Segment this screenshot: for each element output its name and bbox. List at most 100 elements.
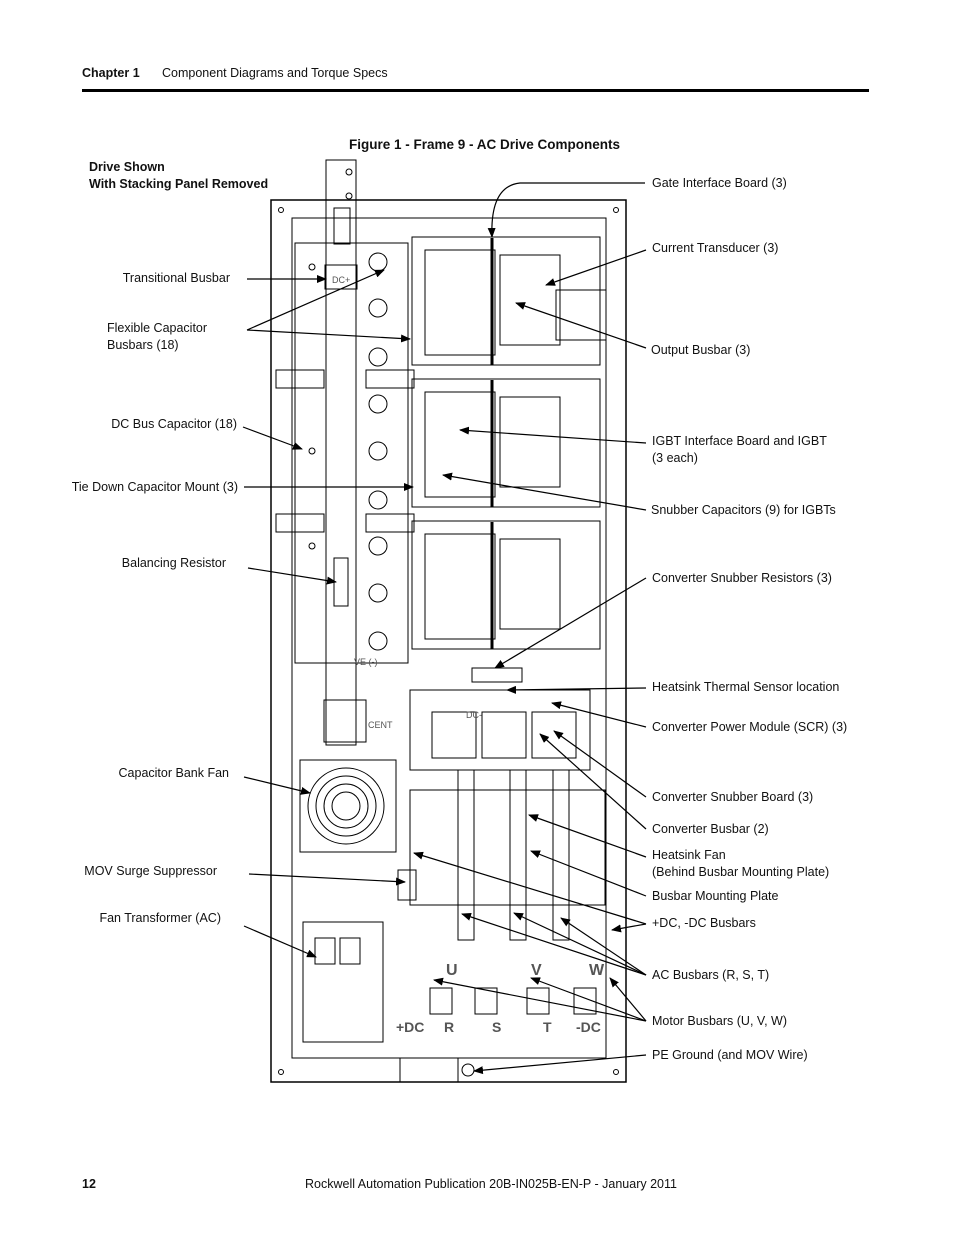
busbar-hole: [345, 168, 353, 176]
leader-fan-transformer: [243, 925, 317, 958]
mark-ve-minus: VE (-): [354, 657, 378, 667]
terminal-block: [573, 987, 597, 1015]
output-busbar: [499, 254, 561, 346]
leader-snubber-caps: [442, 472, 647, 511]
cabinet-inner: [291, 217, 607, 1059]
busbar-mounting-plate: [409, 789, 606, 906]
mark-s: S: [492, 1019, 501, 1035]
output-busbar: [499, 396, 561, 488]
dc-capacitor: [368, 347, 388, 367]
dc-capacitor: [368, 441, 388, 461]
page-number: 12: [82, 1177, 96, 1191]
busbar-hole: [345, 192, 353, 200]
dc-capacitor: [368, 631, 388, 651]
mark-r: R: [444, 1019, 454, 1035]
label-cap-bank-fan: Capacitor Bank Fan: [118, 766, 229, 780]
corner-bolt: [613, 207, 619, 213]
mark-v: V: [531, 962, 542, 979]
leader-motor-busbars-c: [609, 977, 647, 1022]
leader-flex-cap-b: [246, 329, 411, 343]
leader-conv-power-module: [551, 701, 647, 728]
current-transducer: [555, 289, 607, 341]
dc-capacitor: [368, 536, 388, 556]
dc-capacitor: [368, 252, 388, 272]
leader-balancing-resistor: [247, 567, 337, 585]
mark-neg-dc: -DC: [576, 1019, 601, 1035]
mark-u: U: [446, 962, 458, 979]
leader-heatsink-fan: [528, 814, 647, 858]
label-tie-down: Tie Down Capacitor Mount (3): [71, 480, 238, 494]
dc-capacitor: [368, 490, 388, 510]
label-heatsink-fan-line1: Heatsink Fan: [652, 848, 726, 862]
leader-conv-snubber-board: [553, 730, 647, 798]
fan-ring: [315, 775, 377, 837]
mark-dc-minus: DC-: [466, 710, 482, 720]
mov-part: [397, 869, 417, 901]
mark-dc-plus: DC+: [332, 275, 350, 285]
scr-module: [481, 711, 527, 759]
label-conv-snubber-board: Converter Snubber Board (3): [652, 790, 814, 804]
label-balancing-resistor: Balancing Resistor: [121, 556, 226, 570]
dc-capacitor: [368, 298, 388, 318]
leader-flex-cap-a: [246, 269, 385, 331]
publication-info: Rockwell Automation Publication 20B-IN02…: [305, 1177, 677, 1191]
label-dc-bus-cap: DC Bus Capacitor (18): [111, 417, 237, 431]
fan-ring: [331, 791, 361, 821]
label-flex-cap: Flexible Capacitor Busbars (18): [107, 320, 207, 354]
label-conv-snubber-res: Converter Snubber Resistors (3): [652, 571, 832, 585]
tie-down-mount: [365, 369, 415, 389]
label-busbar-plate: Busbar Mounting Plate: [652, 889, 779, 903]
label-fan-transformer: Fan Transformer (AC): [99, 911, 221, 925]
leader-dc-busbars-b: [611, 923, 647, 933]
corner-bolt: [278, 1069, 284, 1075]
label-current-transducer: Current Transducer (3): [652, 241, 779, 255]
leader-conv-snubber-res: [494, 577, 647, 669]
header-rule: [82, 89, 869, 92]
corner-bolt: [278, 207, 284, 213]
leader-igbt: [459, 426, 647, 444]
leader-busbar-plate: [530, 850, 647, 897]
converter-section: [409, 689, 591, 771]
mark-t: T: [543, 1019, 552, 1035]
mark-pos-dc: +DC: [396, 1019, 424, 1035]
converter-busbar-vertical: [552, 769, 570, 941]
label-dc-busbars: +DC, -DC Busbars: [652, 916, 756, 930]
leader-motor-busbars-a: [433, 977, 647, 1022]
label-pe-ground: PE Ground (and MOV Wire): [652, 1048, 808, 1062]
terminal-block: [474, 987, 498, 1015]
gate-board-1: [424, 249, 496, 356]
leader-ac-busbars-b: [513, 912, 647, 976]
transformer-terminal: [339, 937, 361, 965]
tie-down-mount: [275, 369, 325, 389]
pe-ground-bar: [399, 1057, 459, 1083]
fan-ring: [307, 767, 385, 845]
dc-capacitor: [368, 583, 388, 603]
label-gate-interface: Gate Interface Board (3): [652, 176, 787, 190]
converter-busbar-vertical: [457, 769, 475, 941]
label-mov: MOV Surge Suppressor: [84, 864, 217, 878]
dc-capacitor: [308, 263, 316, 271]
gate-board-2: [424, 391, 496, 498]
label-output-busbar: Output Busbar (3): [651, 343, 751, 357]
chapter-label: Chapter 1: [82, 66, 140, 80]
leader-dc-bus-cap: [242, 426, 303, 450]
terminal-block: [526, 987, 550, 1015]
transformer-terminal: [314, 937, 336, 965]
label-transitional-busbar: Transitional Busbar: [122, 271, 230, 285]
mark-w: W: [589, 962, 605, 979]
leader-current-transducer: [545, 249, 647, 286]
leader-cap-bank-fan: [243, 776, 311, 795]
gate-board-3: [424, 533, 496, 640]
leader-mov: [248, 873, 406, 886]
fan-transformer-part: [302, 921, 384, 1043]
chapter-title: Component Diagrams and Torque Specs: [162, 66, 388, 80]
leader-pe-ground: [473, 1054, 647, 1075]
figure-title: Figure 1 - Frame 9 - AC Drive Components: [349, 137, 621, 152]
label-ac-busbars: AC Busbars (R, S, T): [652, 968, 770, 982]
figure-note-line2: With Stacking Panel Removed: [89, 177, 269, 191]
cabinet-drawing: [270, 159, 627, 1083]
label-snubber-caps: Snubber Capacitors (9) for IGBTs: [651, 503, 836, 517]
igbt-module-1: [411, 236, 601, 366]
label-heatsink-fan: Heatsink Fan (Behind Busbar Mounting Pla…: [652, 847, 829, 881]
label-heatsink-fan-line2: (Behind Busbar Mounting Plate): [652, 865, 830, 879]
